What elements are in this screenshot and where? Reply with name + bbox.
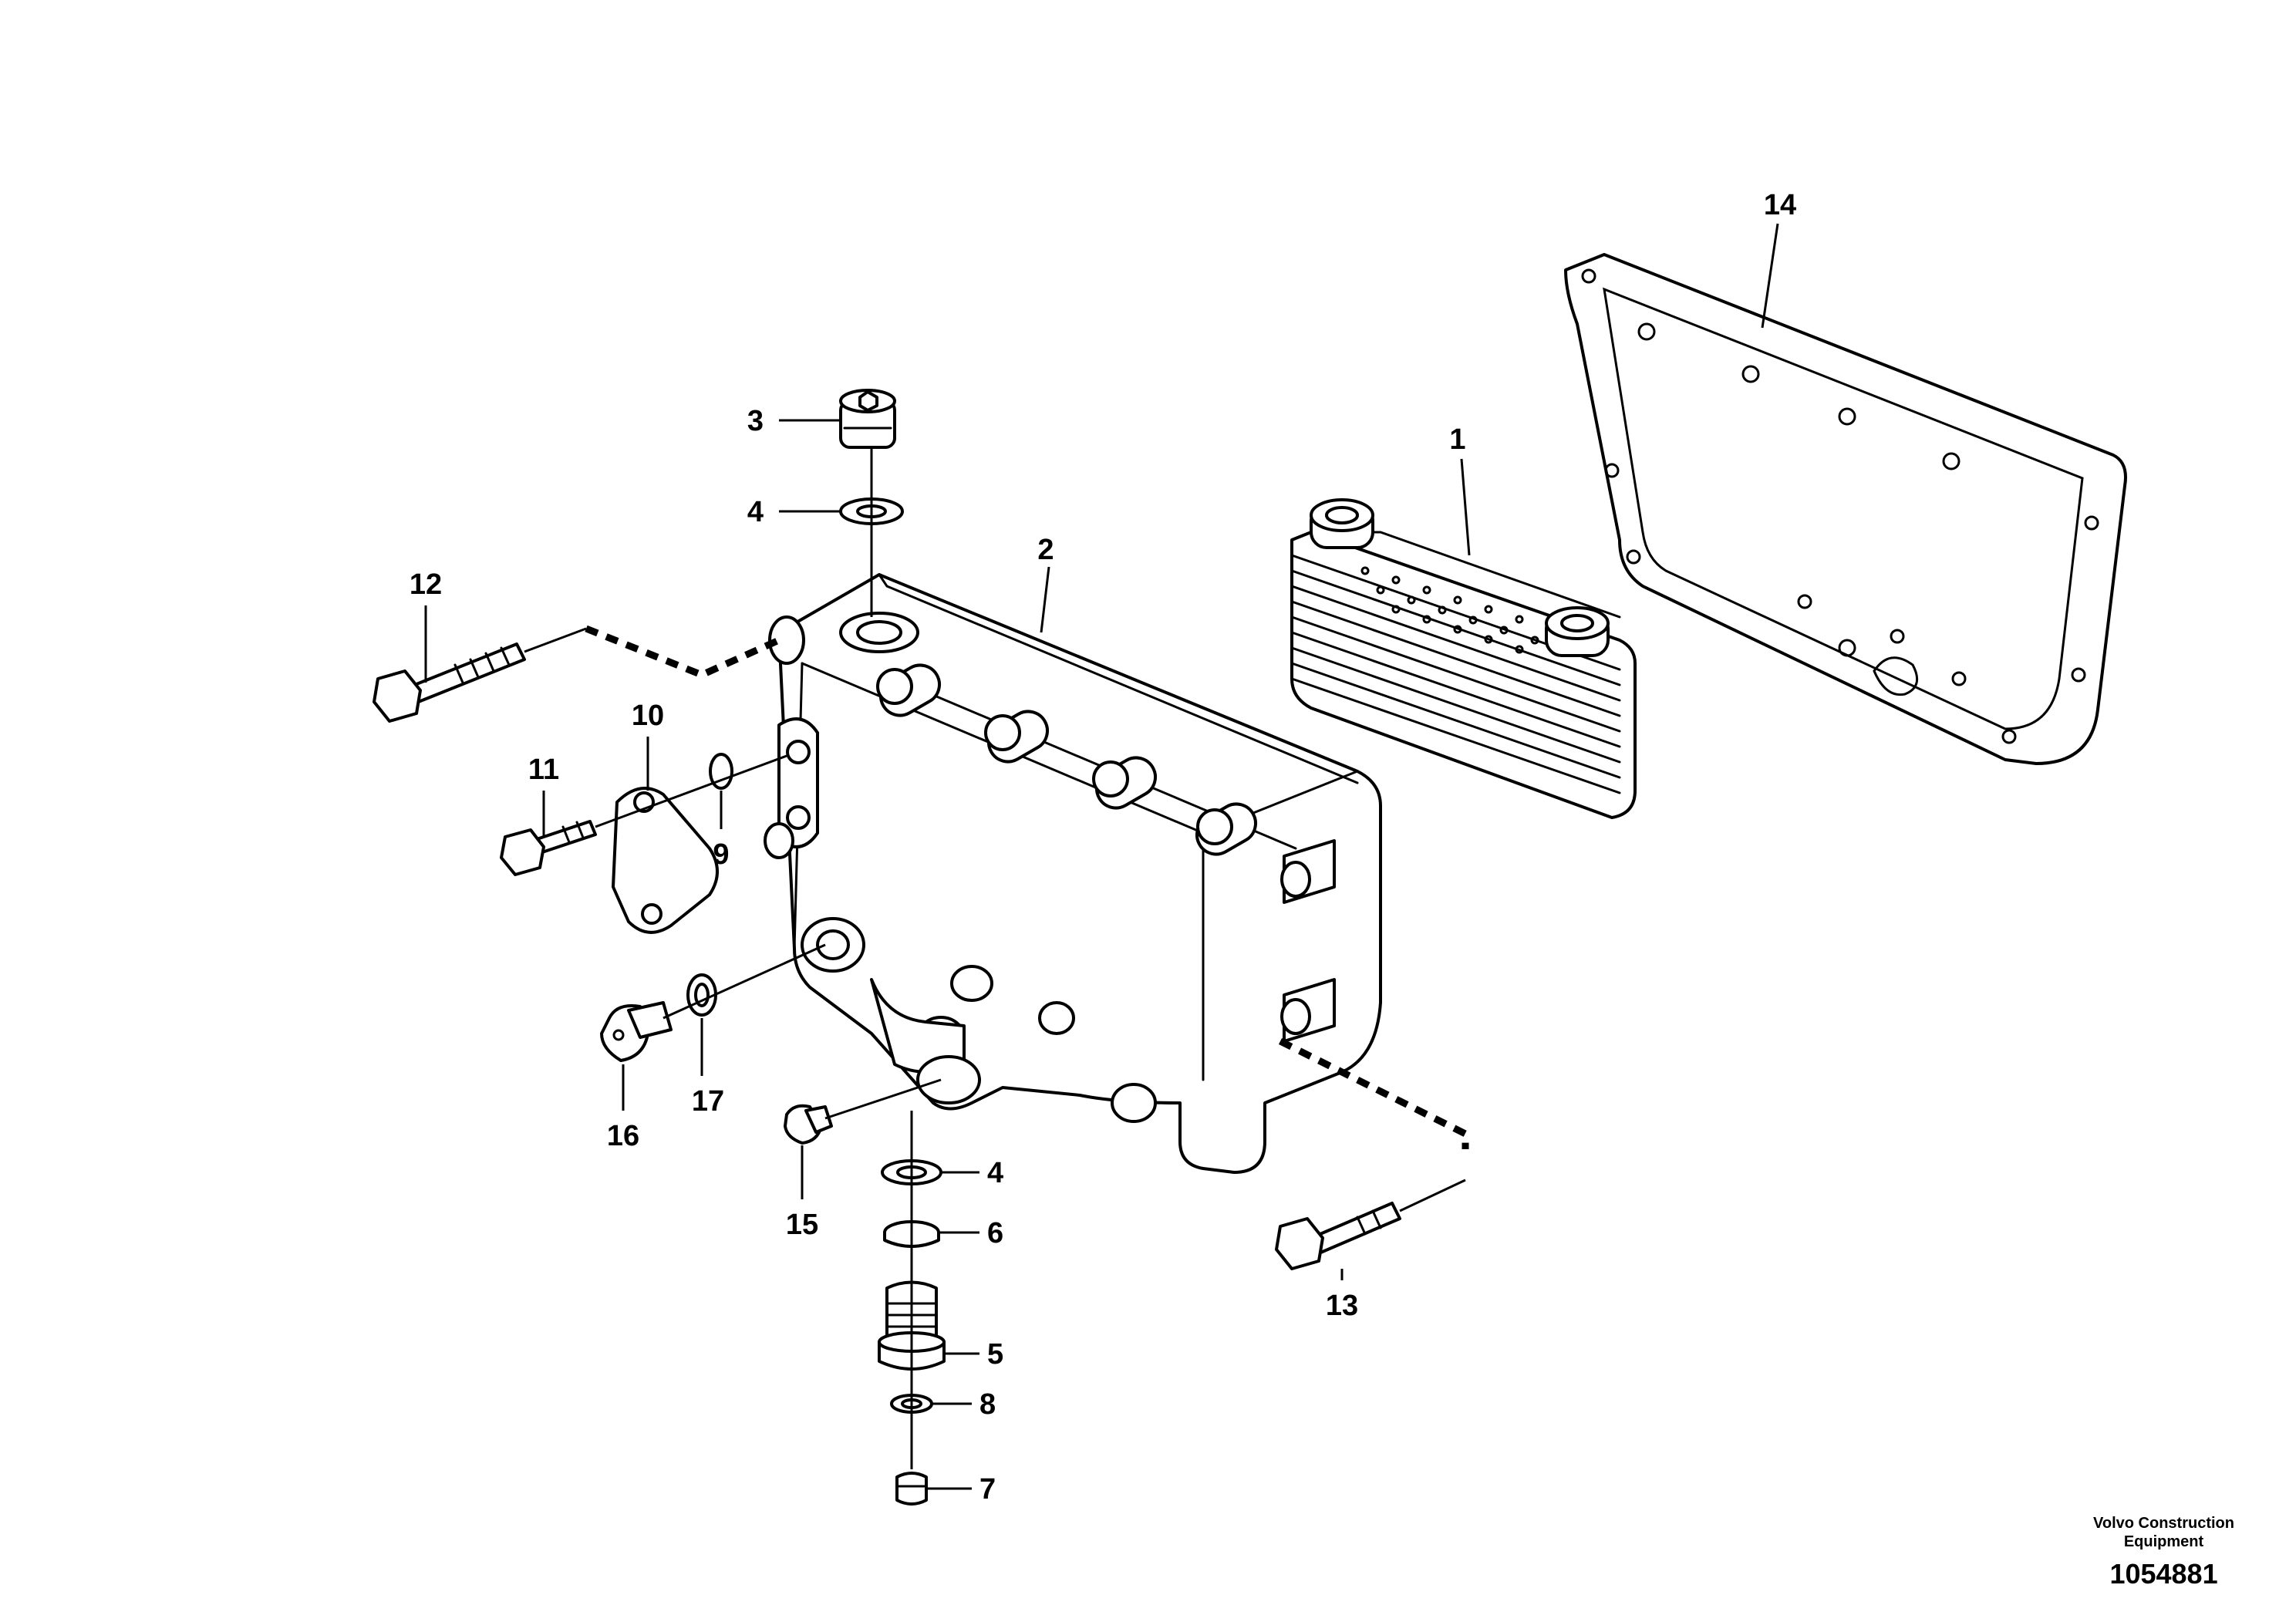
housing-bottom-ports (801, 917, 1157, 1123)
housing-side-flange (764, 615, 819, 859)
callout-4-upper: 4 (747, 496, 764, 528)
housing-right-bosses (1280, 839, 1336, 1043)
callout-9: 9 (713, 838, 729, 871)
gasket-part-14 (1564, 253, 2127, 765)
plug-part-15 (784, 1104, 833, 1145)
callout-1: 1 (1449, 423, 1465, 456)
cooler-housing-part-2 (764, 573, 1382, 1174)
callout-8: 8 (979, 1388, 996, 1421)
washer-part-17 (686, 973, 717, 1017)
oil-cooler-part-1 (1290, 498, 1637, 819)
callout-4-lower: 4 (987, 1157, 1003, 1189)
housing-bosses (876, 663, 1257, 856)
cooler-port-right (1545, 606, 1610, 657)
plug-part-16 (600, 1001, 673, 1062)
callout-5: 5 (987, 1338, 1003, 1371)
cover-plate-part-10 (612, 787, 719, 934)
callout-7: 7 (979, 1473, 996, 1506)
callout-12: 12 (410, 568, 442, 601)
bolt-part-13 (1275, 1202, 1401, 1270)
cooler-port-left (1310, 498, 1374, 549)
callout-15: 15 (786, 1209, 818, 1241)
company-name-line2: Equipment (2123, 1533, 2204, 1550)
plug-part-7 (895, 1472, 928, 1506)
callout-17: 17 (692, 1085, 724, 1118)
callout-3: 3 (747, 405, 764, 437)
drawing-number: 1054881 (2109, 1558, 2218, 1590)
o-ring-part-9 (709, 753, 733, 790)
title-block: Volvo Construction Equipment 1054881 (2093, 1514, 2234, 1591)
callout-16: 16 (607, 1120, 639, 1152)
callout-2: 2 (1037, 534, 1054, 566)
housing-top-port (839, 612, 919, 653)
bolt-part-11 (500, 820, 597, 876)
plug-part-3 (839, 389, 896, 449)
callout-6: 6 (987, 1217, 1003, 1249)
callout-10: 10 (632, 700, 664, 732)
assembly-lines (524, 447, 1469, 1469)
bolt-part-12 (373, 642, 526, 723)
company-name-line1: Volvo Construction (2093, 1515, 2234, 1532)
callout-numbers: 3 4 2 1 14 12 10 11 9 16 17 15 4 6 5 8 7… (410, 189, 1796, 1506)
callout-13: 13 (1326, 1290, 1358, 1322)
callout-14: 14 (1764, 189, 1796, 221)
callout-11: 11 (528, 754, 559, 786)
callout-leaders (424, 223, 1779, 1490)
